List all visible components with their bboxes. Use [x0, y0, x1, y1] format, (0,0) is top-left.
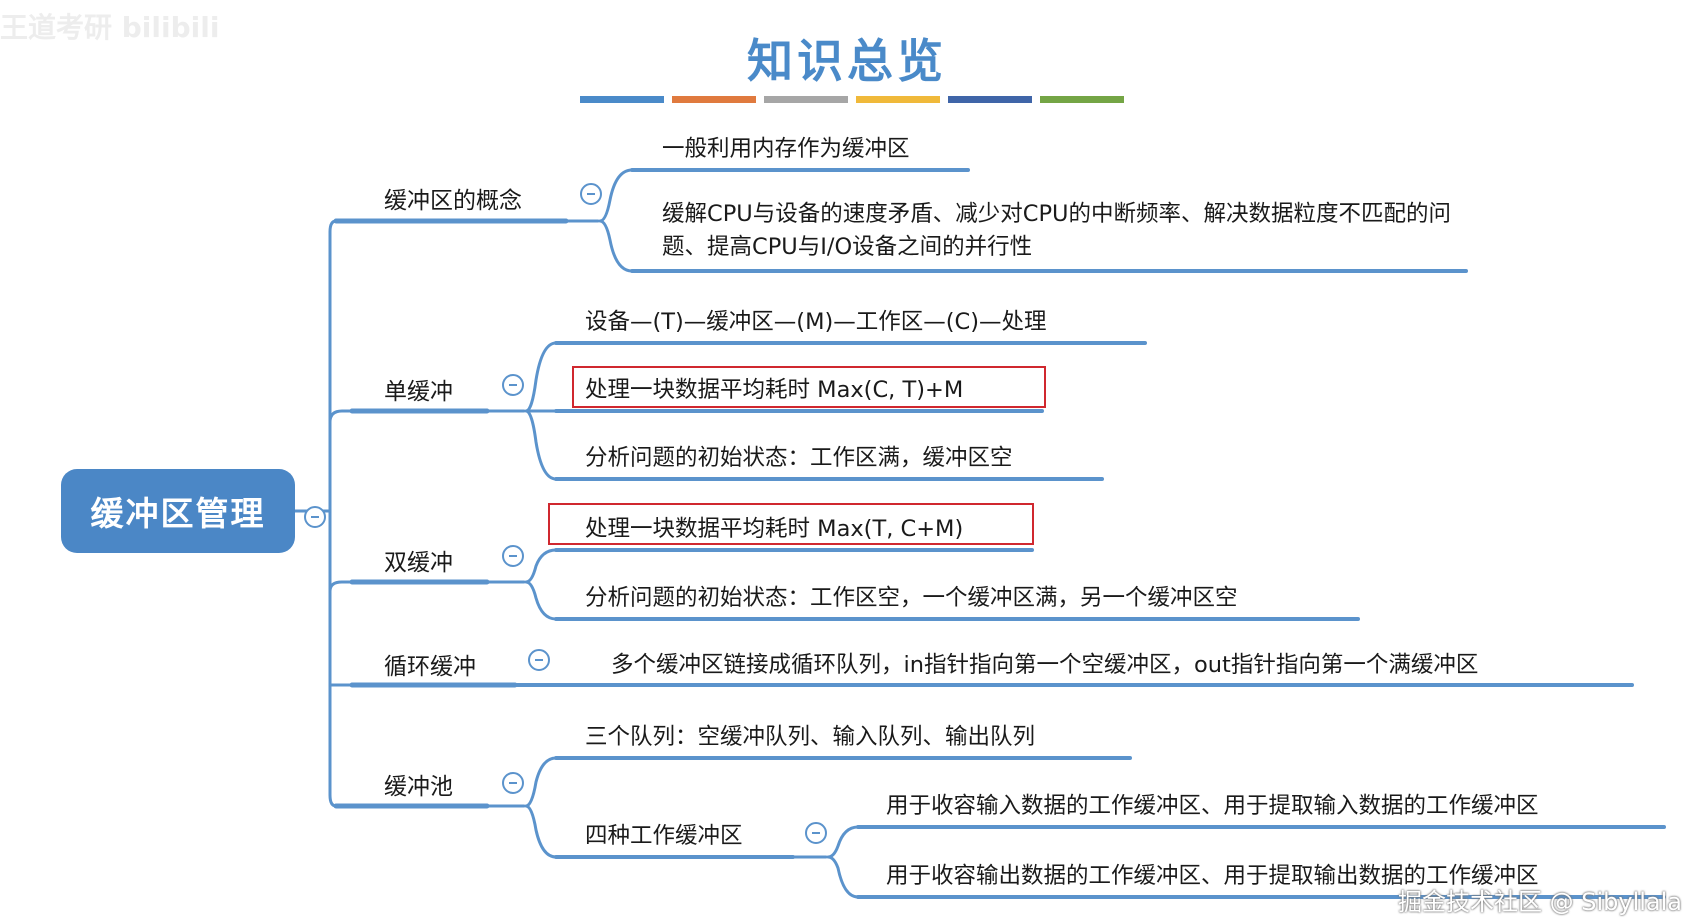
title-bar-4 [856, 96, 940, 103]
branch-label-pool[interactable]: 缓冲池 [384, 774, 453, 800]
trunk-branch-2 [328, 409, 354, 424]
root-node[interactable]: 缓冲区管理 [61, 469, 295, 553]
highlight-box-double [548, 503, 1034, 545]
leaf-single-2[interactable]: 处理一块数据平均耗时 Max(C, T)+M [585, 377, 964, 403]
title-bar-5 [948, 96, 1032, 103]
leaf-pool-sub-label[interactable]: 四种工作缓冲区 [585, 823, 743, 849]
branch-label-concept[interactable]: 缓冲区的概念 [384, 188, 522, 214]
branch-3-fork [485, 548, 558, 621]
branch-4-collapse-icon[interactable] [528, 649, 550, 671]
page-title: 知识总览 [747, 34, 947, 88]
sub-fork [791, 825, 860, 899]
leaf-double-2[interactable]: 分析问题的初始状态：工作区空，一个缓冲区满，另一个缓冲区空 [585, 585, 1238, 611]
branch-2-fork [485, 341, 558, 481]
branch-label-single[interactable]: 单缓冲 [384, 379, 453, 405]
root-label: 缓冲区管理 [90, 494, 266, 533]
leaf-single-1[interactable]: 设备—(T)—缓冲区—(M)—工作区—(C)—处理 [585, 309, 1047, 335]
leaf-concept-2[interactable]: 缓解CPU与设备的速度矛盾、减少对CPU的中断频率、解决数据粒度不匹配的问题、提… [662, 201, 1451, 260]
watermark-bottom-right: 掘金技术社区 @ Sibyllala [1398, 888, 1683, 916]
branch-1-collapse-icon[interactable] [580, 183, 602, 205]
leaf-circular-1[interactable]: 多个缓冲区链接成循环队列，in指针指向第一个空缓冲区，out指针指向第一个满缓冲… [611, 652, 1479, 678]
leaf-concept-1[interactable]: 一般利用内存作为缓冲区 [662, 136, 910, 162]
branch-1-fork [564, 168, 634, 273]
trunk-line [328, 219, 338, 808]
trunk-branch-3 [328, 580, 354, 593]
leaf-pool-sub-1[interactable]: 用于收容输入数据的工作缓冲区、用于提取输入数据的工作缓冲区 [886, 793, 1539, 819]
branch-5-fork [485, 756, 558, 859]
root-collapse-icon[interactable] [304, 506, 326, 528]
leaf-pool-1[interactable]: 三个队列：空缓冲队列、输入队列、输出队列 [585, 724, 1036, 750]
title-bar-1 [580, 96, 664, 103]
title-color-bars [580, 96, 1124, 103]
branch-label-double[interactable]: 双缓冲 [384, 550, 453, 576]
branch-2-collapse-icon[interactable] [502, 374, 524, 396]
title-bar-3 [764, 96, 848, 103]
branch-3-collapse-icon[interactable] [502, 545, 524, 567]
title-bar-6 [1040, 96, 1124, 103]
branch-5-collapse-icon[interactable] [502, 772, 524, 794]
sub-branch-collapse-icon[interactable] [805, 822, 827, 844]
title-bar-2 [672, 96, 756, 103]
highlight-box-single [572, 366, 1046, 408]
watermark-top-left: 王道考研 bilibili [0, 11, 220, 44]
leaf-double-1[interactable]: 处理一块数据平均耗时 Max(T, C+M) [585, 516, 964, 542]
leaf-single-3[interactable]: 分析问题的初始状态：工作区满，缓冲区空 [585, 445, 1013, 471]
branch-label-circular[interactable]: 循环缓冲 [384, 654, 476, 680]
leaf-pool-sub-2[interactable]: 用于收容输出数据的工作缓冲区、用于提取输出数据的工作缓冲区 [886, 863, 1539, 889]
